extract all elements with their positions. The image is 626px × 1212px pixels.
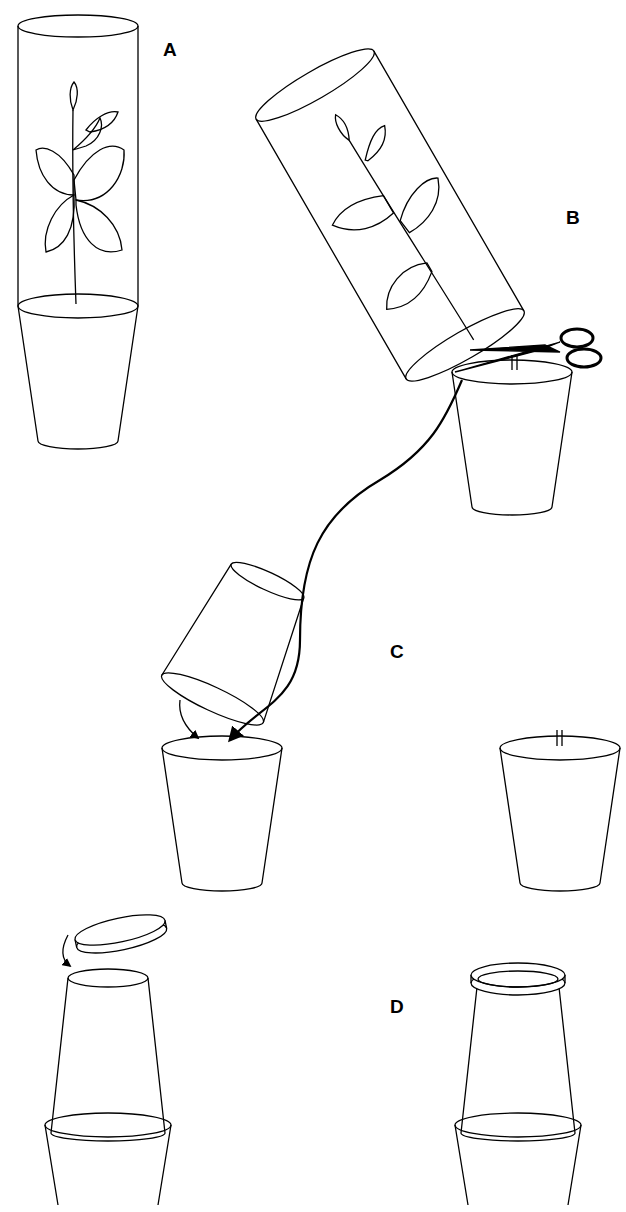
panel-c — [157, 380, 620, 891]
panel-letter: D — [390, 997, 404, 1016]
panel-letter: C — [390, 642, 404, 661]
panel-letter: A — [163, 40, 177, 59]
panel-letter: B — [566, 208, 580, 227]
panel-d — [45, 909, 581, 1205]
panel-a — [18, 15, 138, 449]
